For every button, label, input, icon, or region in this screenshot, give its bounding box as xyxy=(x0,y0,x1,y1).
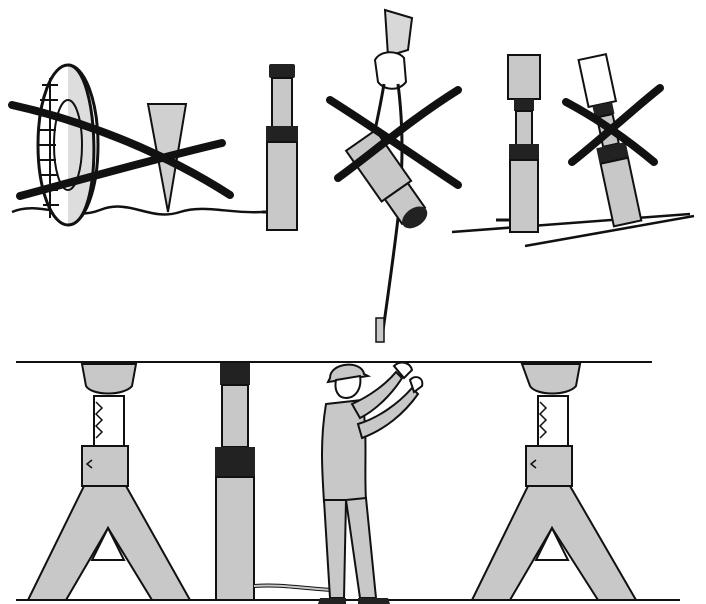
hose-coupler xyxy=(376,318,384,342)
cylinder-under-load xyxy=(215,363,255,600)
jack-stand-right xyxy=(472,364,636,600)
tire xyxy=(38,65,98,225)
cylinder-dangling xyxy=(346,130,435,235)
jack-stand-left xyxy=(28,364,190,600)
hand xyxy=(375,52,406,89)
cylinder-upright xyxy=(496,55,540,232)
panel-top-middle xyxy=(330,10,458,342)
panel-top-left xyxy=(12,64,298,230)
arm-sleeve xyxy=(385,10,412,56)
panel-bottom xyxy=(16,362,680,604)
worker xyxy=(318,363,422,604)
cylinder-top-left xyxy=(266,64,298,230)
panel-top-right xyxy=(452,54,694,246)
